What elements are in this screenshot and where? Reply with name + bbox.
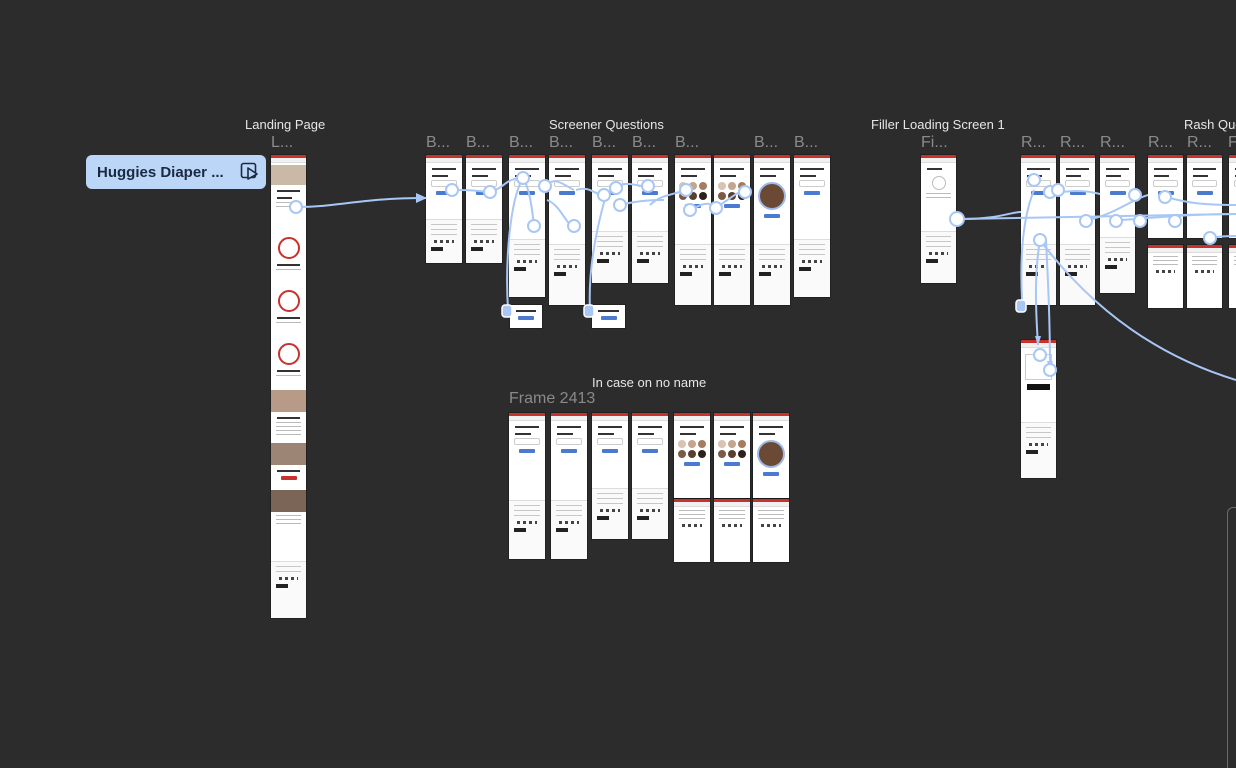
screen-thumbnail[interactable] <box>794 155 830 297</box>
screen-thumbnail[interactable] <box>753 499 789 562</box>
screen-thumbnail[interactable] <box>1229 155 1236 238</box>
screen-thumbnail[interactable] <box>1187 245 1222 308</box>
frame-name-screener-3[interactable]: B... <box>509 134 534 151</box>
frame-name-screener-8[interactable]: B... <box>754 134 779 151</box>
frame-name-screener-9[interactable]: B... <box>794 134 819 151</box>
screen-thumbnail[interactable] <box>753 413 789 498</box>
screen-thumbnail[interactable] <box>549 155 585 305</box>
frame-name-screener-5[interactable]: B... <box>592 134 617 151</box>
frame-name-screener-4[interactable]: B... <box>549 134 574 151</box>
screen-thumbnail[interactable] <box>509 155 545 297</box>
popup-frame-2[interactable] <box>592 305 625 328</box>
screen-thumbnail[interactable] <box>466 155 502 263</box>
section-label-no-name[interactable]: In case on no name <box>592 375 707 390</box>
section-label-rash-questions[interactable]: Rash Que <box>1184 117 1236 132</box>
screen-thumbnail[interactable] <box>714 413 750 498</box>
connector-landing-to-screener <box>295 197 427 208</box>
screen-thumbnail[interactable] <box>674 413 710 498</box>
screen-thumbnail[interactable] <box>1021 340 1056 478</box>
screen-thumbnail[interactable] <box>426 155 462 263</box>
section-label-filler-loading[interactable]: Filler Loading Screen 1 <box>871 117 1005 132</box>
section-label-landing-page[interactable]: Landing Page <box>245 117 326 132</box>
screen-thumbnail[interactable] <box>1060 155 1095 305</box>
screen-thumbnail[interactable] <box>1148 155 1183 238</box>
screen-thumbnail[interactable] <box>1021 155 1056 305</box>
frame-name-screener-1[interactable]: B... <box>426 134 451 151</box>
screen-thumbnail[interactable] <box>714 499 750 562</box>
screen-thumbnail[interactable] <box>1100 155 1135 293</box>
frame-name-filler[interactable]: Fi... <box>921 134 948 151</box>
frame-name-screener-2[interactable]: B... <box>466 134 491 151</box>
frame-name-landing[interactable]: L... <box>271 134 294 151</box>
frame-name-frame-2413[interactable]: Frame 2413 <box>509 390 596 407</box>
screen-thumbnail[interactable] <box>551 413 587 559</box>
screen-thumbnail[interactable] <box>1148 245 1183 308</box>
section-label-screener-questions[interactable]: Screener Questions <box>549 117 664 132</box>
flow-start-pill[interactable]: Huggies Diaper ... <box>86 155 266 189</box>
frame-name-rash-6[interactable]: F <box>1228 134 1236 151</box>
offscreen-section-edge <box>1227 507 1236 768</box>
screen-thumbnail[interactable] <box>675 155 711 305</box>
screen-thumbnail[interactable] <box>592 155 628 283</box>
screen-thumbnail[interactable] <box>921 155 956 283</box>
frame-name-rash-1[interactable]: R... <box>1021 134 1046 151</box>
screen-thumbnail[interactable] <box>592 413 628 539</box>
screen-thumbnail[interactable] <box>674 499 710 562</box>
screen-thumbnail[interactable] <box>754 155 790 305</box>
screen-thumbnail[interactable] <box>632 413 668 539</box>
screen-thumbnail[interactable] <box>714 155 750 305</box>
frame-name-screener-7[interactable]: B... <box>675 134 700 151</box>
frame-name-rash-3[interactable]: R... <box>1100 134 1125 151</box>
popup-frame-1[interactable] <box>510 305 542 328</box>
screen-thumbnail[interactable] <box>1187 155 1222 238</box>
flow-start-label: Huggies Diaper ... <box>97 163 224 181</box>
screen-thumbnail[interactable] <box>632 155 668 283</box>
frame-name-rash-2[interactable]: R... <box>1060 134 1085 151</box>
frame-name-screener-6[interactable]: B... <box>632 134 657 151</box>
screen-thumbnail[interactable] <box>509 413 545 559</box>
connector-14 <box>959 211 1022 220</box>
play-flow-icon[interactable] <box>240 162 260 182</box>
landing-page-frame[interactable] <box>271 155 306 618</box>
frame-name-rash-4[interactable]: R... <box>1148 134 1173 151</box>
screen-thumbnail[interactable] <box>1229 245 1236 308</box>
frame-name-rash-5[interactable]: R... <box>1187 134 1212 151</box>
